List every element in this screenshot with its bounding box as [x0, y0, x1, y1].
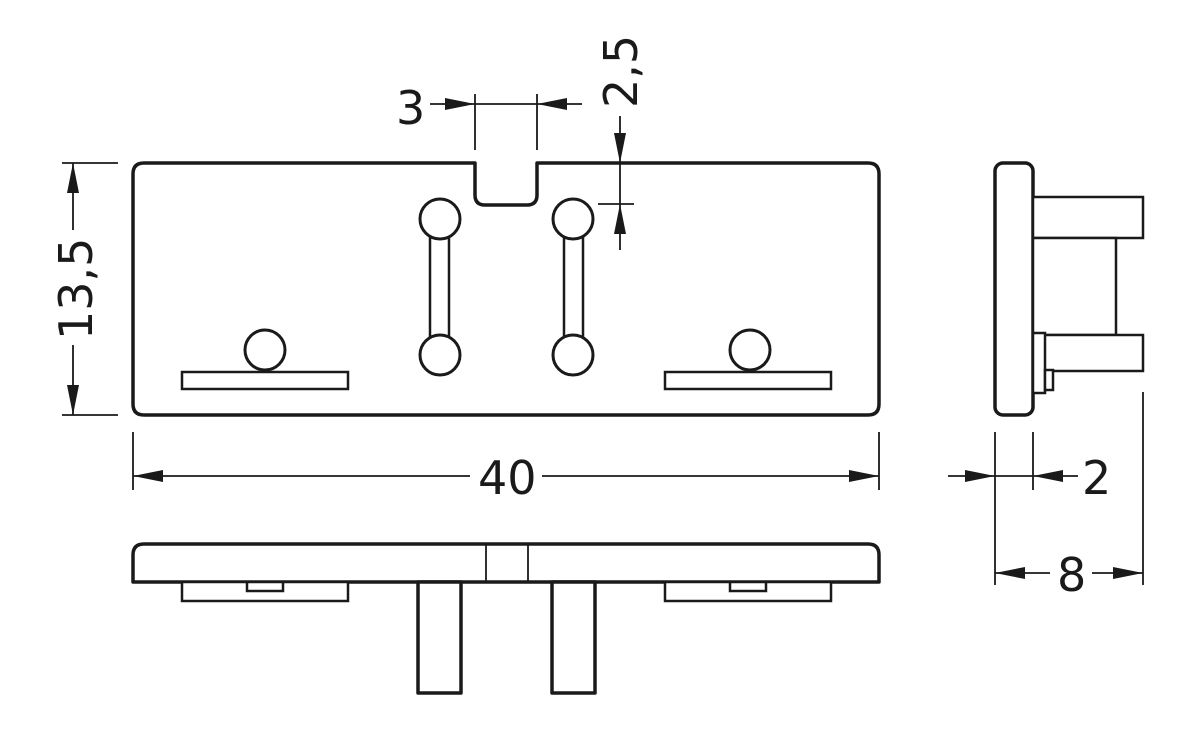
side-view	[993, 161, 1145, 417]
left-pin-pair	[418, 197, 462, 377]
side-view-body	[1031, 236, 1118, 337]
bottom-view	[131, 542, 881, 695]
dimension-length-label: 40	[478, 451, 537, 505]
dimension-height: 13,5	[49, 162, 118, 416]
dimension-slot-depth: 2,5	[594, 35, 648, 250]
side-view-upper-prong	[1031, 195, 1145, 240]
right-pin-pair	[551, 197, 595, 377]
dimension-flange-thickness-label: 2	[1082, 451, 1111, 505]
front-view-outline	[131, 161, 881, 417]
left-clip	[180, 328, 350, 391]
left-pin-link	[428, 222, 451, 353]
left-lower-pin	[418, 333, 462, 377]
bottom-left-pin	[416, 580, 463, 695]
dimension-overall-depth: 8	[995, 392, 1144, 602]
dimension-slot-depth-label: 2,5	[594, 35, 648, 108]
left-upper-pin	[418, 197, 462, 241]
side-view-flange	[993, 161, 1035, 417]
right-upper-pin	[551, 197, 595, 241]
bottom-view-plate	[131, 542, 881, 584]
right-lower-pin	[551, 333, 595, 377]
side-view-tab	[1031, 331, 1047, 395]
dimension-height-label: 13,5	[49, 238, 103, 340]
bottom-right-pin	[550, 580, 597, 695]
side-view-lower-prong	[1031, 333, 1145, 373]
dimension-flange-thickness: 2	[948, 432, 1111, 585]
dimension-overall-depth-label: 8	[1057, 548, 1086, 602]
right-clip	[663, 328, 833, 391]
left-clip-knob	[243, 328, 287, 372]
bottom-left-clip-nub	[245, 580, 285, 593]
right-pin-link	[562, 222, 585, 353]
right-clip-knob	[728, 328, 772, 372]
dimension-slot-width-label: 3	[396, 81, 425, 135]
bottom-right-clip-nub	[728, 580, 768, 593]
dimension-length: 40	[132, 432, 880, 505]
side-view-tab-tip	[1043, 368, 1055, 392]
dimension-slot-width: 3	[396, 81, 582, 150]
left-clip-bar	[180, 370, 350, 391]
right-clip-bar	[663, 370, 833, 391]
front-view	[131, 161, 881, 417]
